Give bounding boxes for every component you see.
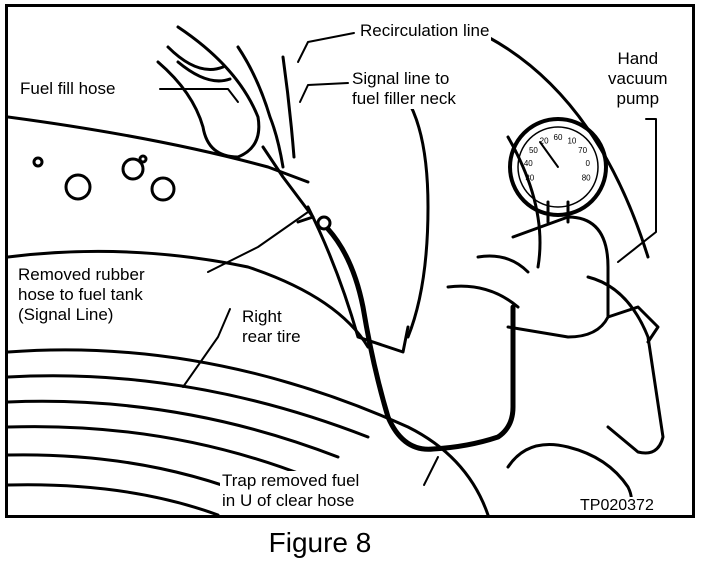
- leader-fuel-fill: [159, 88, 239, 103]
- tire-outer: [8, 348, 490, 515]
- fuel-fill-hose-outline: [156, 25, 261, 159]
- hose-fitting: [316, 215, 332, 231]
- filler-bracket: [261, 145, 315, 224]
- recirculation-line-tube: [236, 45, 285, 169]
- leader-right-tire: [182, 308, 231, 388]
- pump-handle: [586, 275, 665, 455]
- panel-hole: [121, 157, 145, 181]
- tire-tread: [8, 483, 220, 515]
- pump-body: [506, 215, 610, 339]
- label-right-rear-tire: Right rear tire: [240, 307, 303, 347]
- gauge-number: 40: [524, 159, 533, 168]
- fender-curve: [8, 249, 370, 349]
- panel-hole: [64, 173, 92, 201]
- tire-tread: [8, 399, 340, 459]
- gauge-number: 10: [567, 136, 576, 145]
- panel-hole: [138, 154, 148, 164]
- clear-hose: [325, 226, 516, 452]
- body-panel-edge: [8, 115, 310, 184]
- gauge-number: 50: [529, 146, 538, 155]
- gauge-number: 0: [585, 159, 590, 168]
- leader-hand-pump: [617, 118, 657, 263]
- hose-clamp-2: [176, 60, 232, 83]
- label-removed-rubber-hose: Removed rubber hose to fuel tank (Signal…: [16, 265, 147, 325]
- panel-hole: [150, 176, 176, 202]
- tank-shroud: [386, 75, 430, 339]
- pump-lever: [606, 305, 660, 344]
- hose-clamp: [166, 45, 225, 71]
- gauge-number: 60: [554, 133, 563, 142]
- label-trap-removed-fuel: Trap removed fuel in U of clear hose: [220, 471, 362, 511]
- signal-line-tube: [281, 55, 296, 159]
- gauge-number: 70: [578, 146, 587, 155]
- gauge-needle: [539, 141, 559, 168]
- leader-recirculation: [297, 32, 355, 63]
- vacuum-gauge: [508, 117, 608, 217]
- gauge-number: 30: [525, 173, 534, 182]
- tire-tread: [8, 425, 310, 479]
- gauge-number: 20: [540, 136, 549, 145]
- hand-finger: [476, 254, 530, 274]
- gauge-number: 80: [582, 173, 591, 182]
- label-recirculation-line: Recirculation line: [358, 21, 492, 41]
- label-hand-vacuum-pump: Hand vacuum pump: [606, 49, 670, 109]
- label-fuel-fill-hose: Fuel fill hose: [18, 79, 118, 99]
- hand-finger: [446, 284, 520, 309]
- tank-support: [306, 205, 410, 354]
- leader-trap: [423, 456, 439, 486]
- figure-code: TP020372: [578, 497, 656, 515]
- tire-tread: [8, 374, 370, 439]
- vacuum-gauge-face: [517, 126, 599, 208]
- figure-caption: Figure 8: [268, 527, 372, 558]
- panel-hole: [32, 156, 44, 168]
- leader-removed-hose: [207, 211, 309, 273]
- leader-signal: [299, 82, 349, 103]
- background-curve: [486, 35, 650, 259]
- label-signal-line: Signal line to fuel filler neck: [350, 69, 458, 109]
- background-curve-2: [506, 135, 542, 269]
